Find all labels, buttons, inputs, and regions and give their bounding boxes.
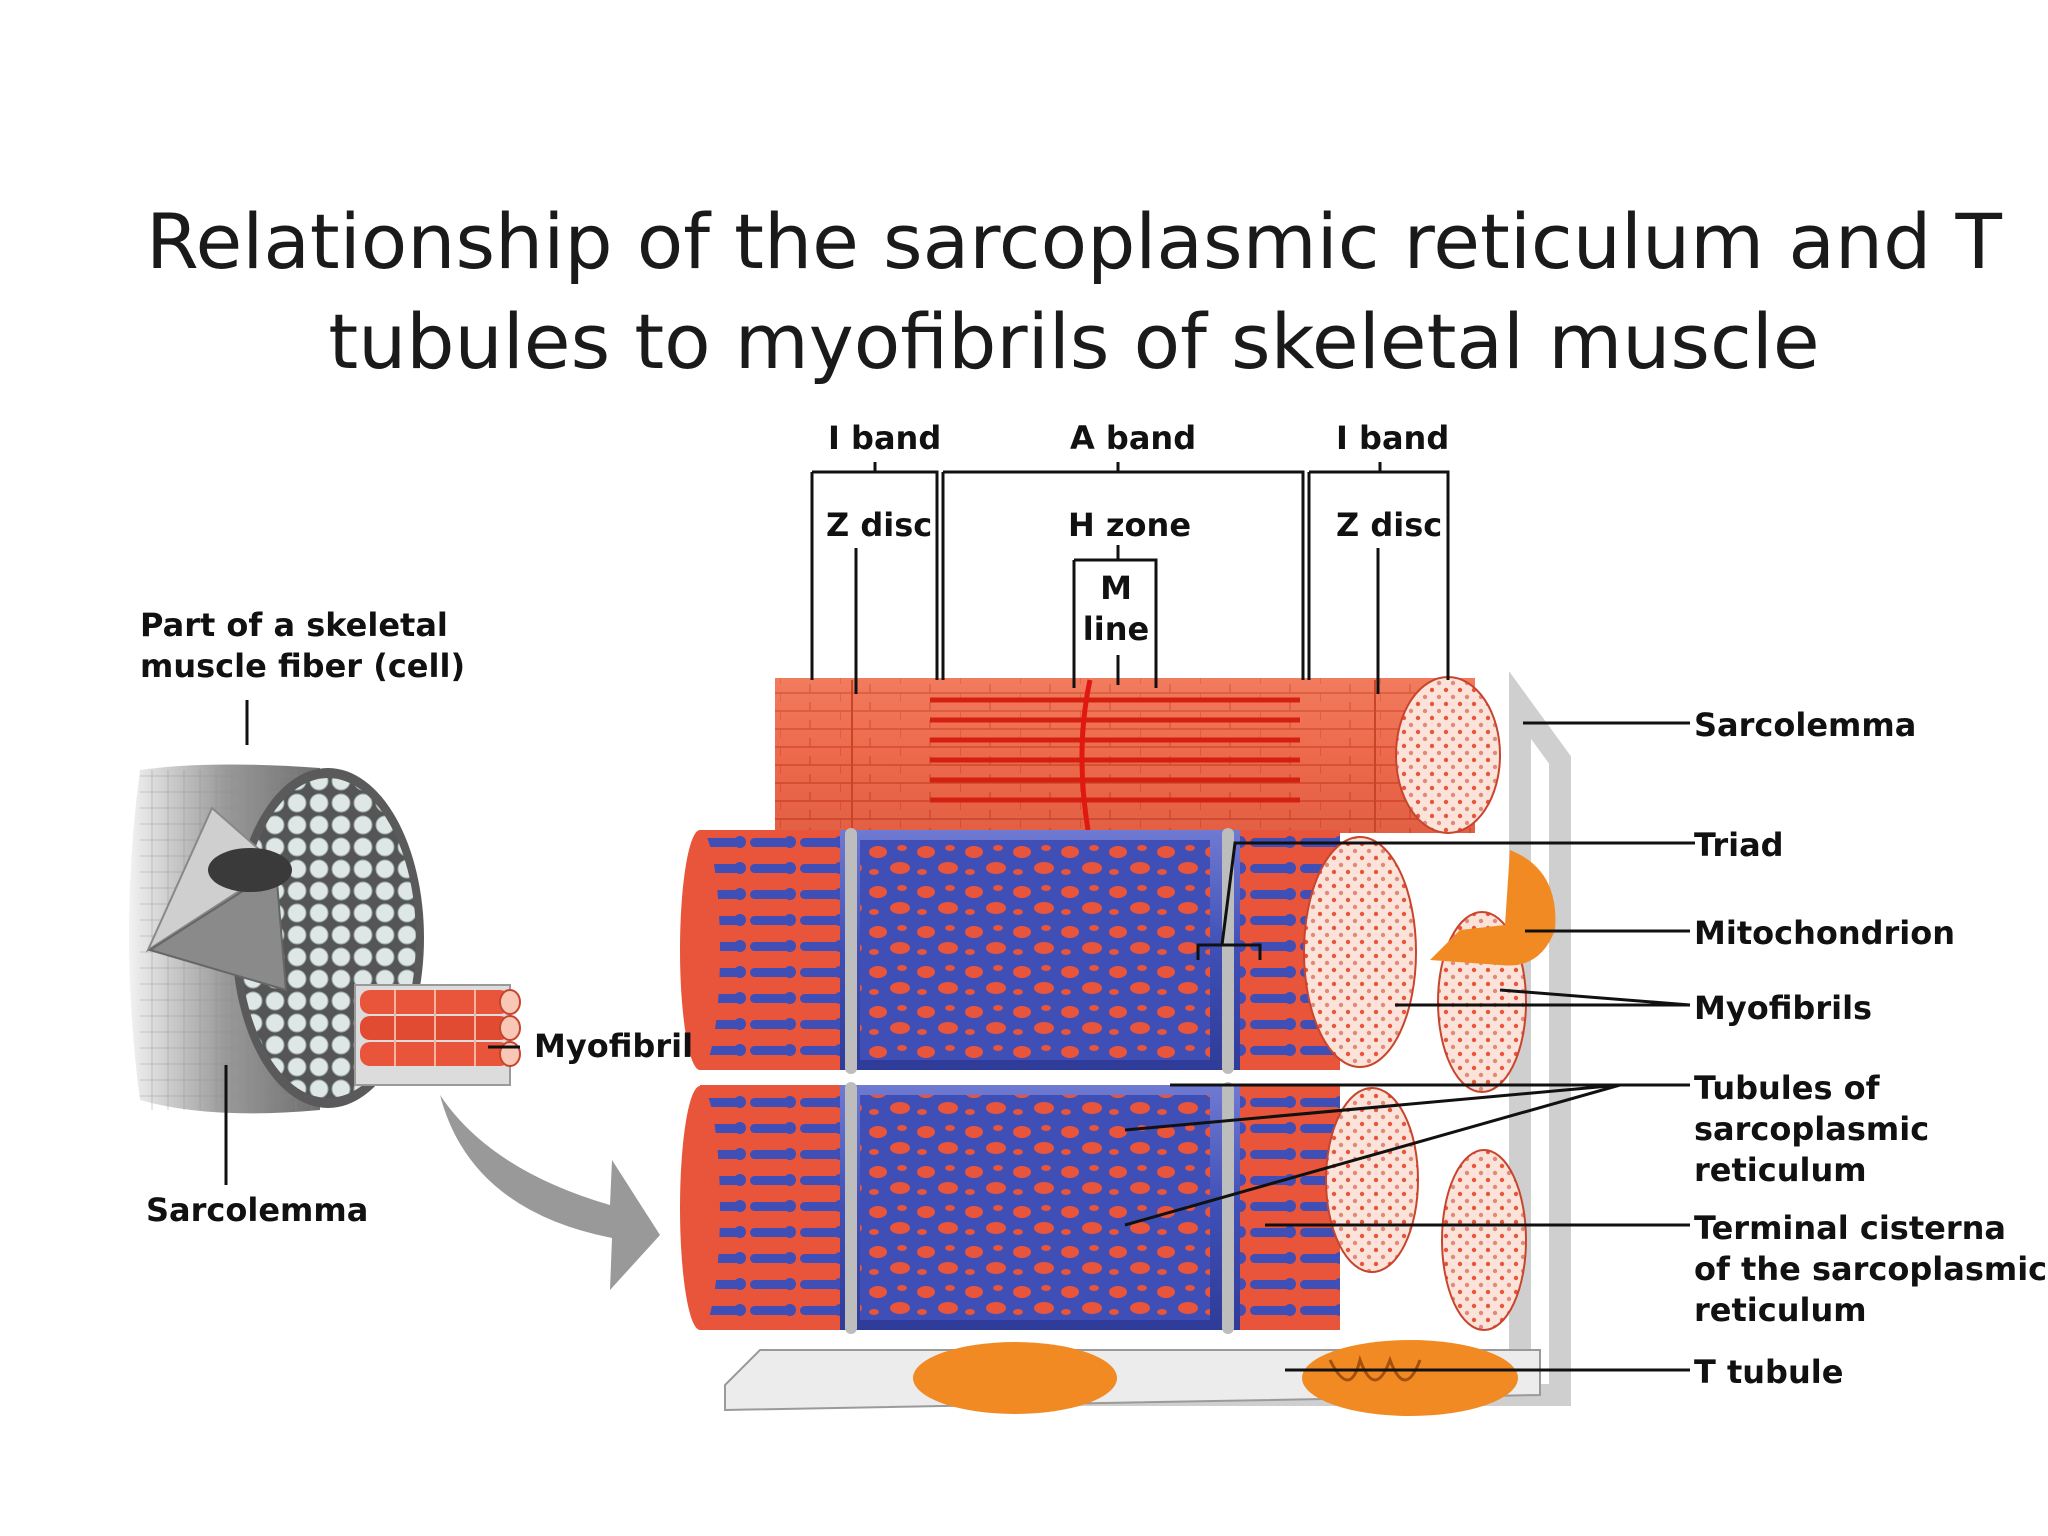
myofibril-middle: [680, 828, 1527, 1093]
label-m-line-2: line: [1082, 610, 1150, 648]
label-part-of-fiber-1: Part of a skeletal: [140, 606, 448, 644]
label-m-line-1: M: [1100, 569, 1132, 607]
label-m-line: M line: [1078, 568, 1154, 650]
myofibril-top: [775, 676, 1501, 834]
label-tubules-3: reticulum: [1694, 1151, 1867, 1189]
label-i-band-right: I band: [1336, 419, 1450, 457]
label-z-disc-right: Z disc: [1336, 506, 1443, 544]
label-part-of-fiber-2: muscle fiber (cell): [140, 647, 466, 685]
label-myofibrils: Myofibrils: [1694, 989, 1873, 1027]
label-triad: Triad: [1694, 826, 1784, 864]
myofibril-bottom: [680, 1082, 1527, 1334]
label-sarcolemma-right: Sarcolemma: [1694, 706, 1917, 744]
label-mitochondrion: Mitochondrion: [1694, 914, 1956, 952]
slide-title: Relationship of the sarcoplasmic reticul…: [90, 192, 2048, 392]
label-a-band: A band: [1070, 419, 1197, 457]
title-line-1: Relationship of the sarcoplasmic reticul…: [146, 197, 2002, 286]
label-tubules-2: sarcoplasmic: [1694, 1110, 1930, 1148]
label-sarcolemma-left: Sarcolemma: [146, 1191, 369, 1229]
label-terminal-1: Terminal cisterna: [1694, 1209, 2006, 1247]
label-part-of-fiber: Part of a skeletal muscle fiber (cell): [140, 605, 465, 687]
label-h-zone: H zone: [1068, 506, 1192, 544]
label-z-disc-left: Z disc: [826, 506, 933, 544]
label-terminal-3: reticulum: [1694, 1291, 1867, 1329]
title-line-2: tubules to myofibrils of skeletal muscle: [328, 297, 1820, 386]
label-tubules-of-sr: Tubules of sarcoplasmic reticulum: [1694, 1068, 1929, 1191]
zoom-arrow: [440, 1095, 660, 1290]
label-i-band-left: I band: [828, 419, 942, 457]
label-tubules-1: Tubules of: [1694, 1069, 1880, 1107]
band-brackets: [810, 462, 1450, 694]
label-t-tubule: T tubule: [1694, 1353, 1844, 1391]
callout-lines: [224, 700, 1695, 1372]
label-terminal-2: of the sarcoplasmic: [1694, 1250, 2048, 1288]
label-terminal-cisterna: Terminal cisterna of the sarcoplasmic re…: [1694, 1208, 2047, 1331]
myofibril-bundle: [354, 984, 521, 1086]
mitochondria: [913, 850, 1556, 1416]
label-myofibril: Myofibril: [534, 1027, 694, 1065]
